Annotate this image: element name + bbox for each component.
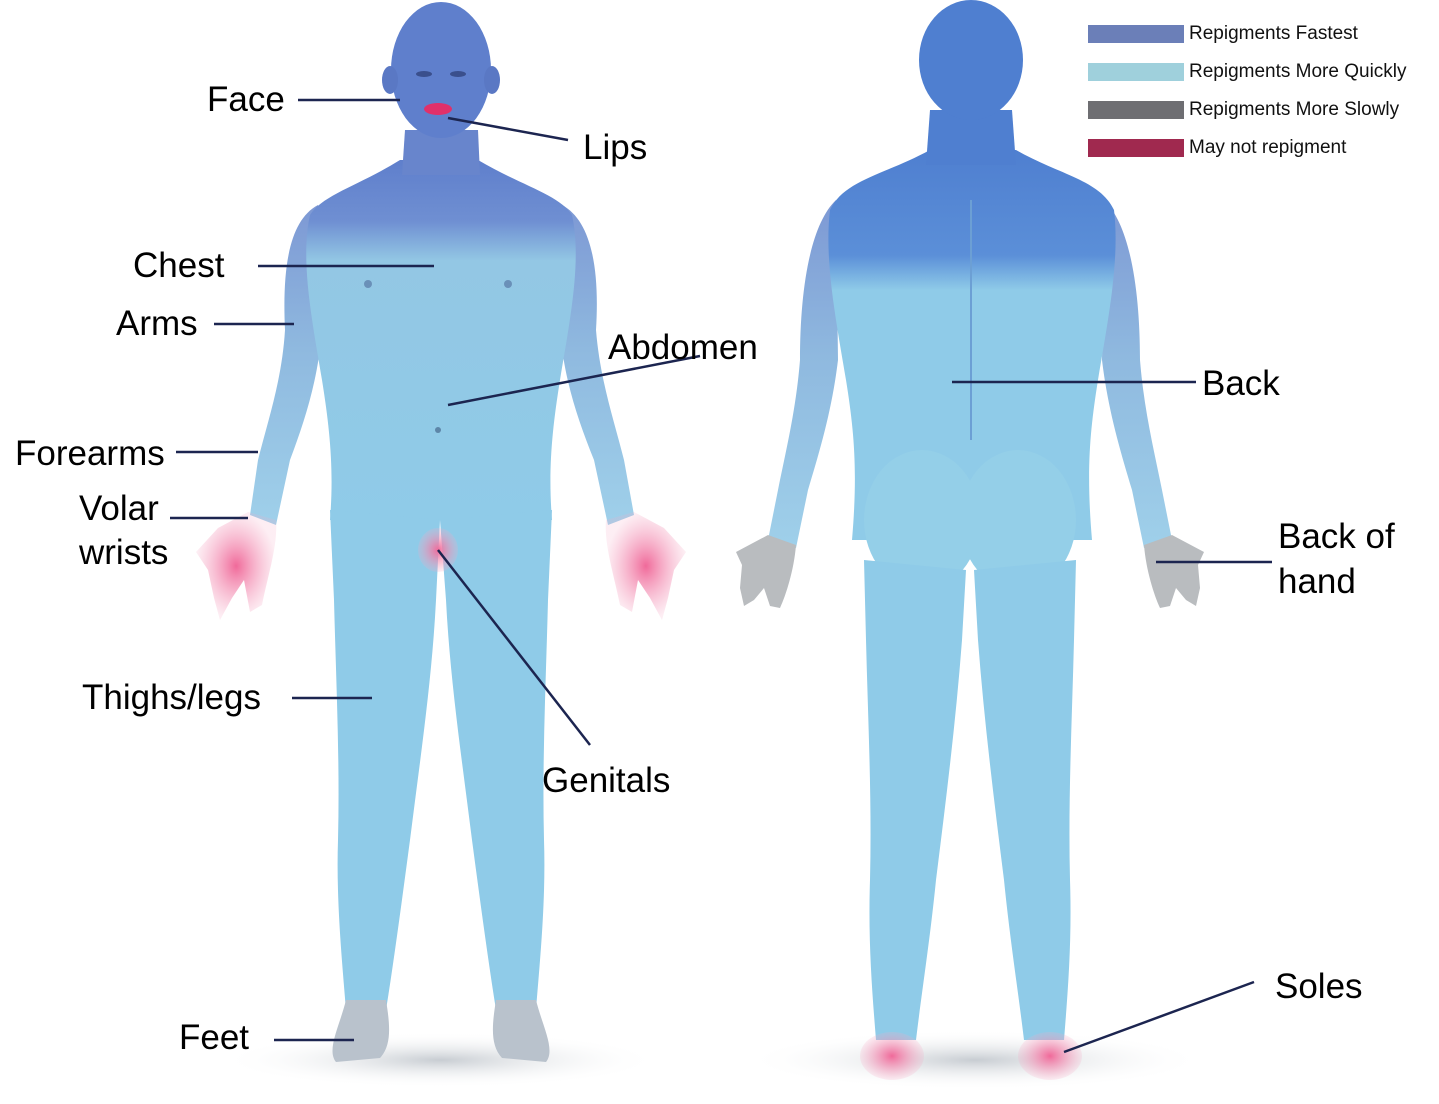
back-left-hand — [1144, 535, 1204, 608]
label-back-of-hand-line2: hand — [1278, 560, 1356, 604]
front-right-hand — [196, 512, 276, 620]
label-thighs-legs: Thighs/legs — [82, 676, 261, 720]
label-forearms: Forearms — [15, 432, 165, 476]
front-left-leg — [440, 510, 552, 1010]
legend-label-fastest: Repigments Fastest — [1189, 23, 1358, 45]
front-left-eye — [450, 71, 466, 77]
legend-swatch-may-not — [1088, 139, 1184, 157]
front-left-hand — [606, 512, 686, 620]
back-right-leg — [864, 560, 966, 1040]
label-volar-wrists-line2: wrists — [79, 531, 168, 575]
front-right-nipple — [364, 280, 372, 288]
front-left-nipple — [504, 280, 512, 288]
front-right-leg — [330, 510, 440, 1010]
back-right-hand — [736, 535, 796, 608]
legend-swatch-quickly — [1088, 63, 1184, 81]
legend-swatch-slowly — [1088, 101, 1184, 119]
label-volar-wrists-line1: Volar — [79, 487, 159, 531]
front-left-ear — [484, 66, 500, 94]
front-left-foot — [493, 1000, 550, 1062]
label-back-of-hand-line1: Back of — [1278, 515, 1395, 559]
front-right-foot — [333, 1000, 390, 1062]
label-soles: Soles — [1275, 965, 1363, 1009]
label-arms: Arms — [116, 302, 198, 346]
back-right-sole — [860, 1032, 924, 1080]
label-lips: Lips — [583, 126, 647, 170]
legend-label-may-not: May not repigment — [1189, 137, 1346, 159]
front-right-eye — [416, 71, 432, 77]
front-head — [391, 2, 491, 138]
back-head — [919, 0, 1023, 120]
front-navel — [435, 427, 441, 433]
back-left-leg — [974, 560, 1076, 1040]
label-face: Face — [207, 78, 285, 122]
legend-swatch-fastest — [1088, 25, 1184, 43]
back-ground-shadow — [745, 1030, 1205, 1090]
back-right-arm — [768, 200, 838, 548]
front-lips — [424, 103, 452, 115]
label-genitals: Genitals — [542, 759, 670, 803]
legend-label-slowly: Repigments More Slowly — [1189, 99, 1399, 121]
front-torso — [306, 160, 576, 520]
back-body-figure — [736, 0, 1204, 1080]
leader-soles — [1064, 982, 1254, 1052]
label-back: Back — [1202, 362, 1280, 406]
label-abdomen: Abdomen — [608, 326, 758, 370]
front-right-ear — [382, 66, 398, 94]
label-chest: Chest — [133, 244, 224, 288]
label-feet: Feet — [179, 1016, 249, 1060]
legend-label-quickly: Repigments More Quickly — [1189, 61, 1407, 83]
back-left-sole — [1018, 1032, 1082, 1080]
